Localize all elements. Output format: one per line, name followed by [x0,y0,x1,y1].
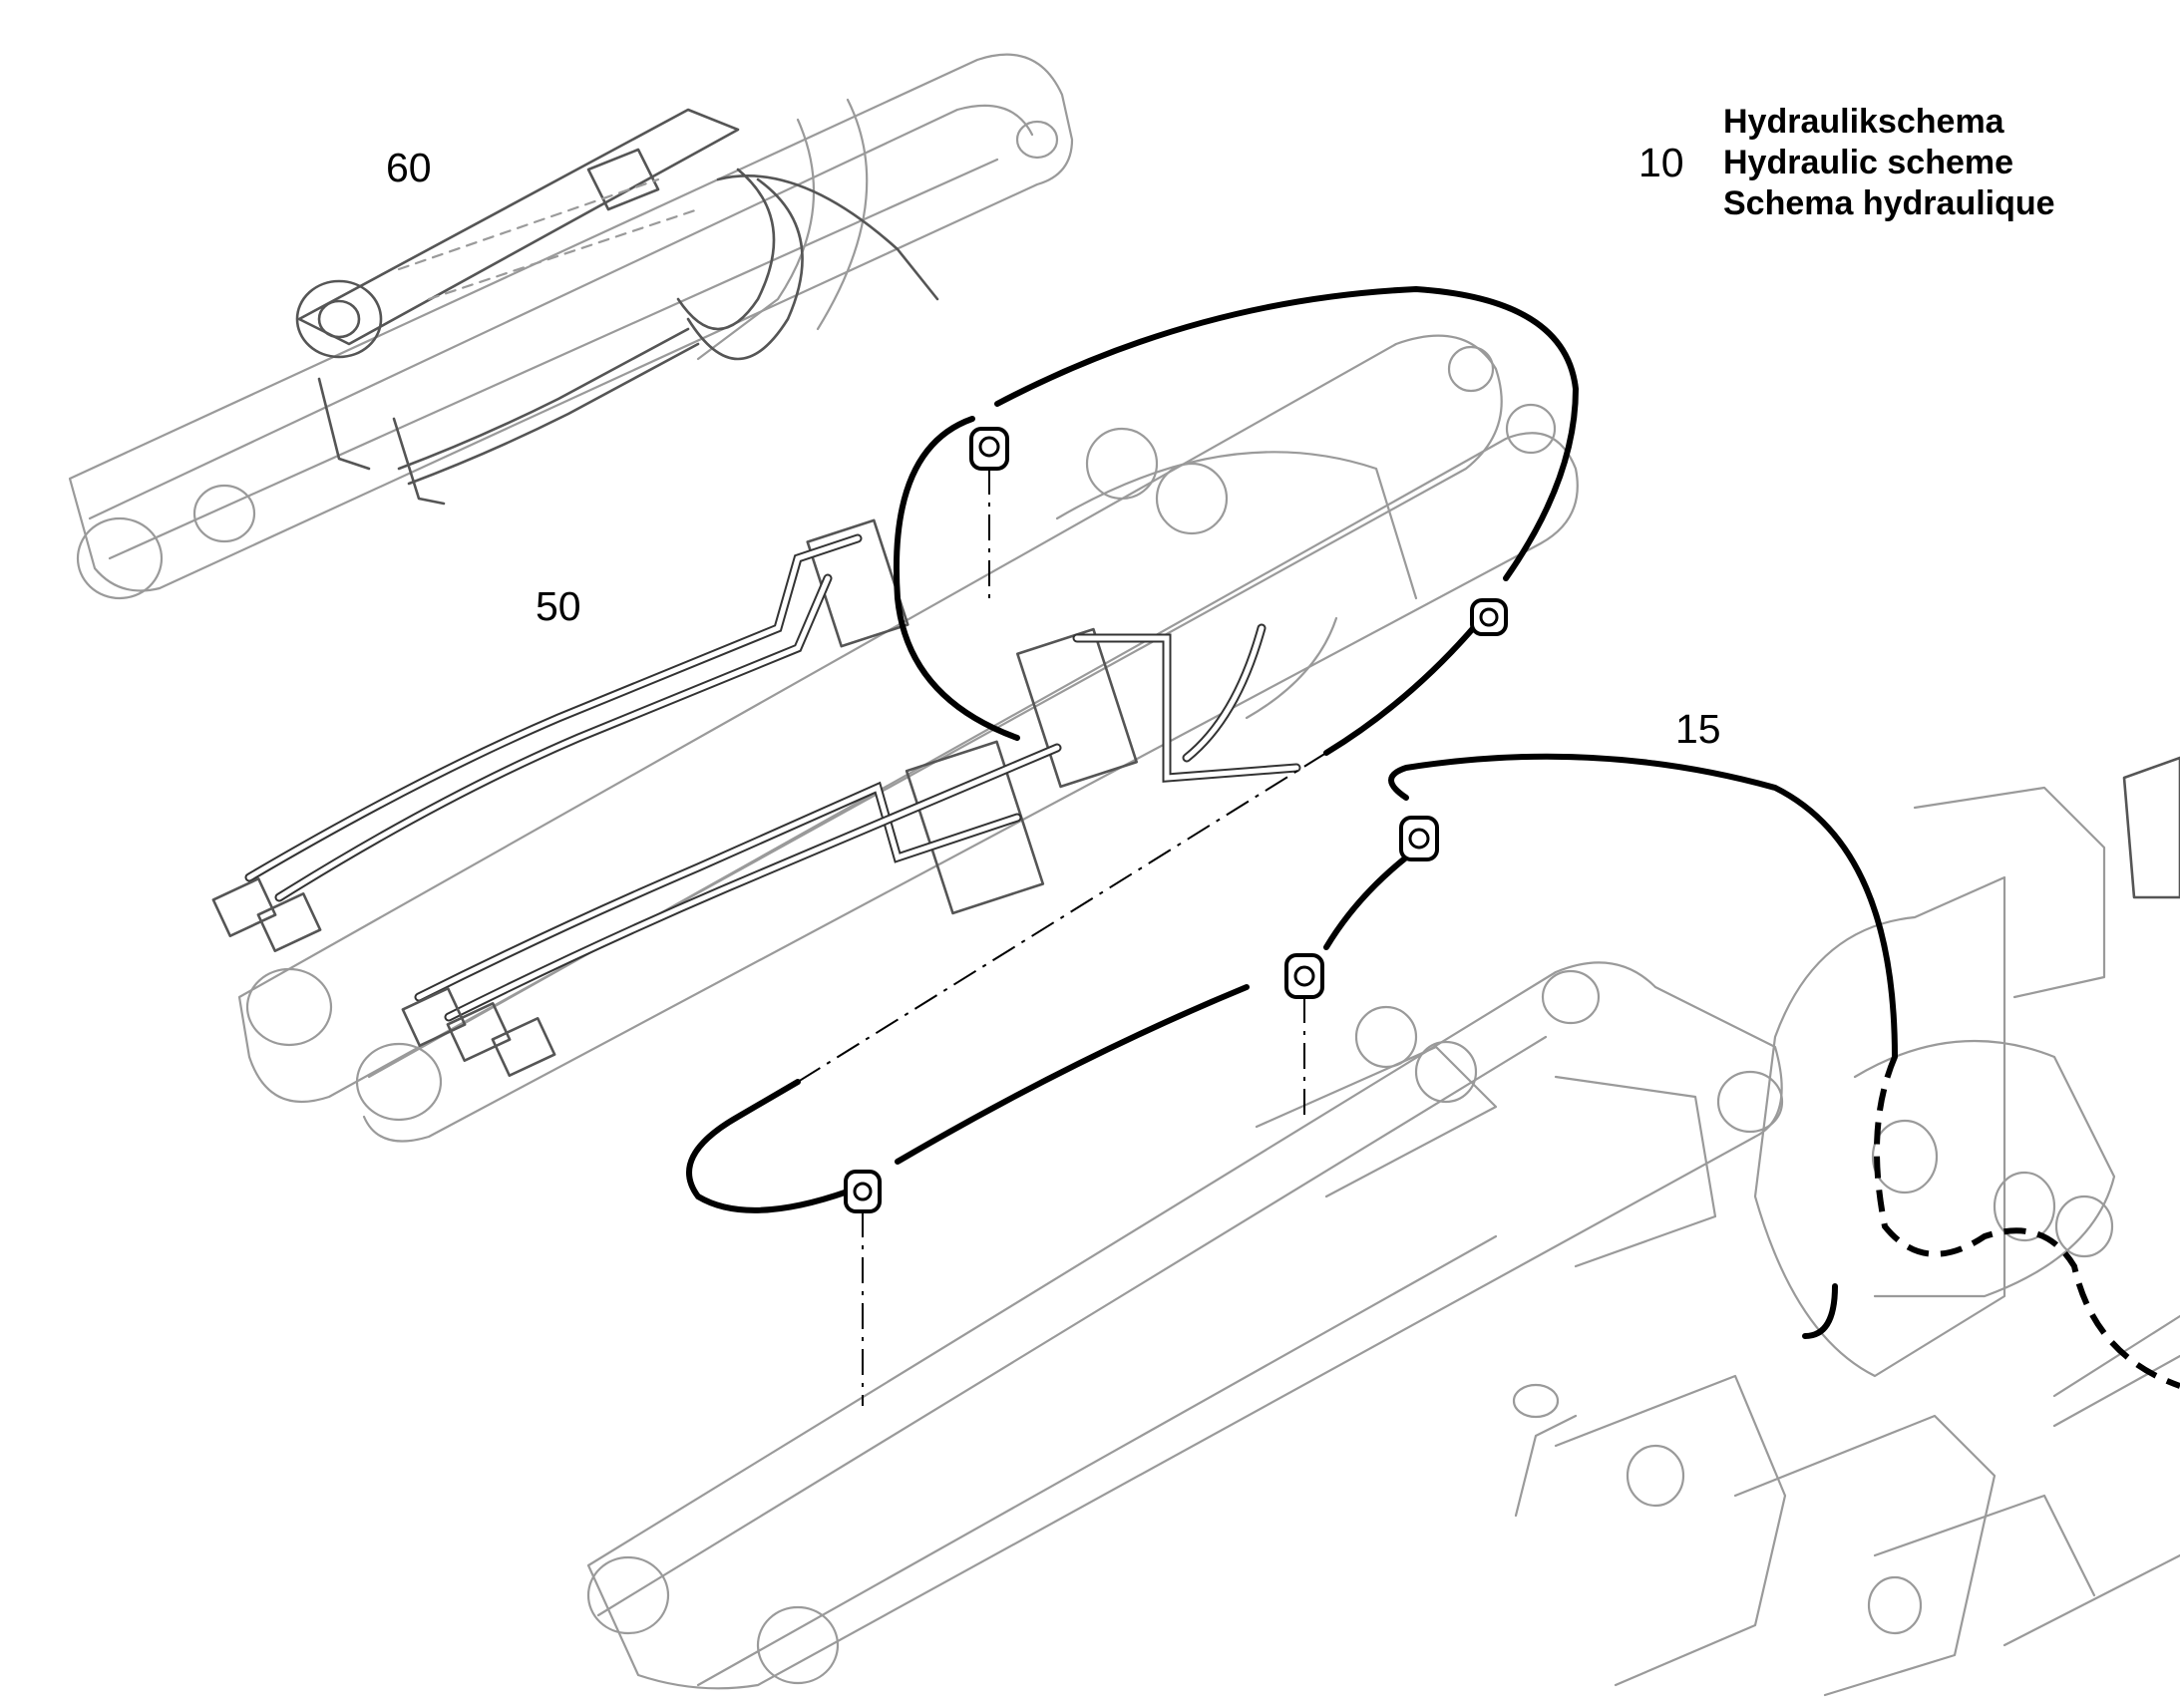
hose-clamp [1470,598,1508,636]
callout-15: 15 [1675,706,1721,752]
hose-15 [686,753,2180,1389]
arm-assembly-50 [211,334,1579,1143]
legend-title-fr: Schema hydraulique [1723,184,2055,222]
hose-50 [893,285,1580,756]
base-frame [1512,756,2180,1697]
arm-assembly-60 [68,53,1074,600]
legend-title-de: Hydraulikschema [1723,103,2004,141]
legend-number: 10 [1638,140,1684,185]
callout-50: 50 [536,583,581,629]
boom-assembly-15 [586,961,1784,1690]
clamp-group [844,427,1508,1213]
hose-clamp [1284,953,1324,999]
callout-60: 60 [386,145,432,190]
legend-title-en: Hydraulic scheme [1723,144,2014,181]
assembly-axis-lines [797,469,1327,1406]
hose-clamp [844,1170,882,1213]
hose-clamp [969,427,1009,471]
hose-clamp [1399,816,1439,861]
